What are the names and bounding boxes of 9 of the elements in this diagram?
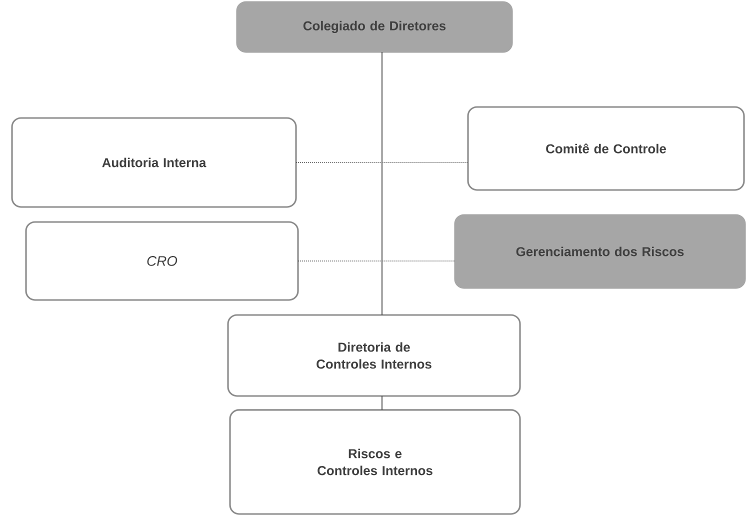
org-box: CRO — [25, 221, 299, 301]
connector-line — [296, 162, 468, 163]
org-box: Gerenciamento dos Riscos — [454, 214, 746, 289]
org-box: Diretoria de Controles Internos — [227, 314, 521, 397]
org-box: Comitê de Controle — [467, 106, 745, 191]
org-box: Auditoria Interna — [11, 117, 297, 208]
org-box: Riscos e Controles Internos — [229, 409, 521, 515]
connector-line — [298, 260, 456, 262]
org-box: Colegiado de Diretores — [236, 1, 513, 53]
